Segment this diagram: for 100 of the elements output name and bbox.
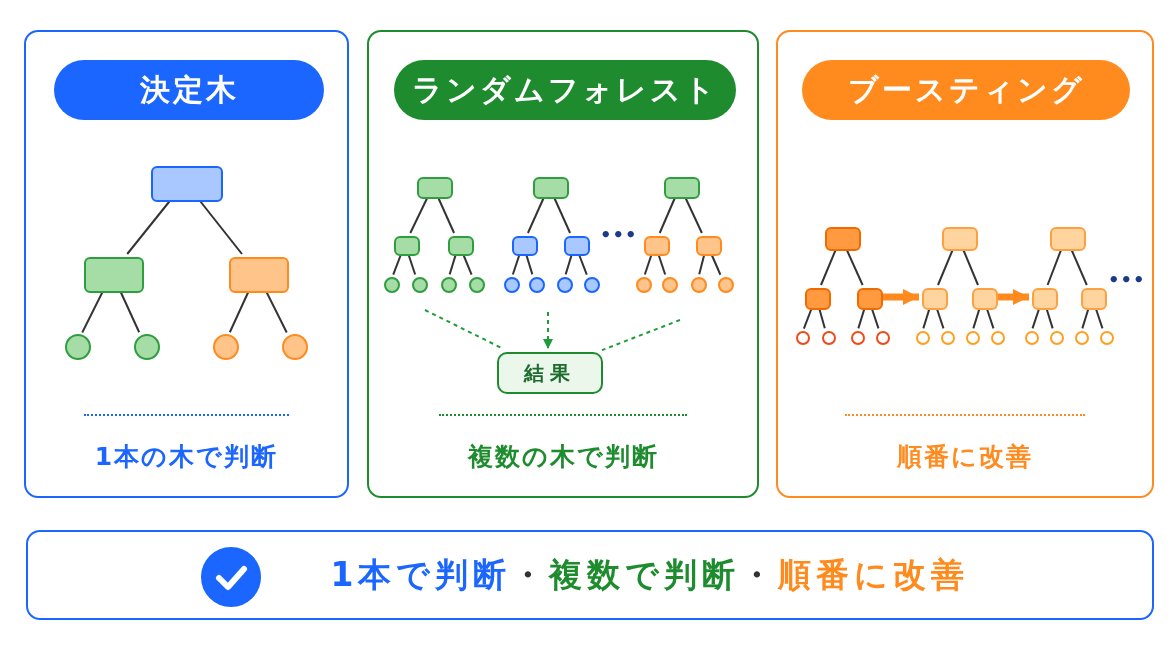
branch-line [986,308,995,330]
tree-node-box [84,257,144,293]
branch-line [658,197,676,234]
branch-line [511,254,521,276]
tree-node-box [1050,227,1086,251]
leaf-node-circle [412,277,428,293]
branch-line [937,249,954,286]
leaf-node-circle [65,334,91,360]
branch-line [643,254,653,276]
branch-line [1095,308,1104,330]
branch-line [553,197,572,234]
tree-node-box [394,236,420,256]
leaf-node-circle [1025,331,1039,345]
leaf-node-circle [134,334,160,360]
dashed-arrow [543,311,553,350]
tree-node-box [942,227,978,251]
branch-line [462,254,473,276]
caption-text: 1本の木で判断 [93,441,280,473]
branch-line [802,308,813,330]
tree-node-box [644,236,670,256]
summary-banner [26,530,1154,620]
branch-line [962,249,979,286]
tree-node-box [1032,288,1058,310]
leaf-node-circle [282,334,308,360]
panel-card [776,30,1154,498]
leaf-node-circle [213,334,239,360]
tree-node-box [448,236,474,256]
tree-node-box [972,288,998,310]
summary-text: 1本で判断 [330,553,512,596]
dashed-line [601,319,681,352]
leaf-node-circle [1100,331,1114,345]
tree-node-box [512,236,538,256]
tree-node-box [805,288,831,310]
branch-line [1031,308,1040,330]
leaf-node-circle [822,331,836,345]
branch-line [1045,308,1054,330]
panel-card [367,30,759,498]
leaf-node-circle [991,331,1005,345]
branch-line [684,197,703,234]
branch-line [578,254,588,276]
check-icon [201,547,261,607]
branch-line [265,291,288,334]
leaf-node-circle [504,277,520,293]
leaf-node-circle [796,331,810,345]
leaf-node-circle [718,277,734,293]
leaf-node-circle [441,277,457,293]
branch-line [1081,308,1090,330]
tree-node-box [857,288,883,310]
branch-line [820,249,837,286]
branch-line [564,254,573,276]
branch-line [448,254,457,276]
branch-line [857,308,866,330]
panel-card [24,30,349,498]
branch-line [818,308,826,330]
branch-line [199,200,243,255]
branch-line [228,291,250,334]
leaf-node-circle [691,277,707,293]
leaf-node-circle [636,277,652,293]
branch-line [698,254,706,276]
tree-node-box [825,227,861,251]
tree-node-box [664,177,700,199]
branch-line [1070,249,1088,286]
tree-node-box [151,166,223,202]
branch-line [871,308,880,330]
branch-line [407,254,417,276]
ellipsis-text: ••• [1108,269,1146,290]
branch-line [1046,249,1062,286]
branch-line [972,308,981,330]
leaf-node-circle [1075,331,1089,345]
leaf-node-circle [662,277,678,293]
tree-node-box [696,236,722,256]
leaf-node-circle [941,331,955,345]
leaf-node-circle [1050,331,1064,345]
tree-node-box [229,257,289,293]
leaf-node-circle [529,277,545,293]
summary-text: 順番に改善 [778,553,970,596]
title-badge: ランダムフォレスト [394,60,736,120]
leaf-node-circle [966,331,980,345]
branch-line [437,197,456,234]
leaf-node-circle [557,277,573,293]
tree-node-box [417,177,453,199]
branch-line [922,308,931,330]
leaf-node-circle [876,331,890,345]
leaf-node-circle [916,331,930,345]
leaf-node-circle [851,331,865,345]
result-box: 結果 [497,352,603,394]
leaf-node-circle [469,277,485,293]
branch-line [526,197,545,234]
summary-text: 複数で判断 [549,553,741,596]
branch-line [657,254,667,276]
branch-line [710,254,722,276]
tree-node-box [564,236,590,256]
tree-node-box [1081,288,1107,310]
branch-line [409,197,429,234]
branch-line [525,254,534,276]
ellipsis-text: ••• [600,224,638,245]
tree-node-box [533,177,569,199]
branch-line [392,254,402,276]
leaf-node-circle [584,277,600,293]
branch-line [81,291,104,334]
